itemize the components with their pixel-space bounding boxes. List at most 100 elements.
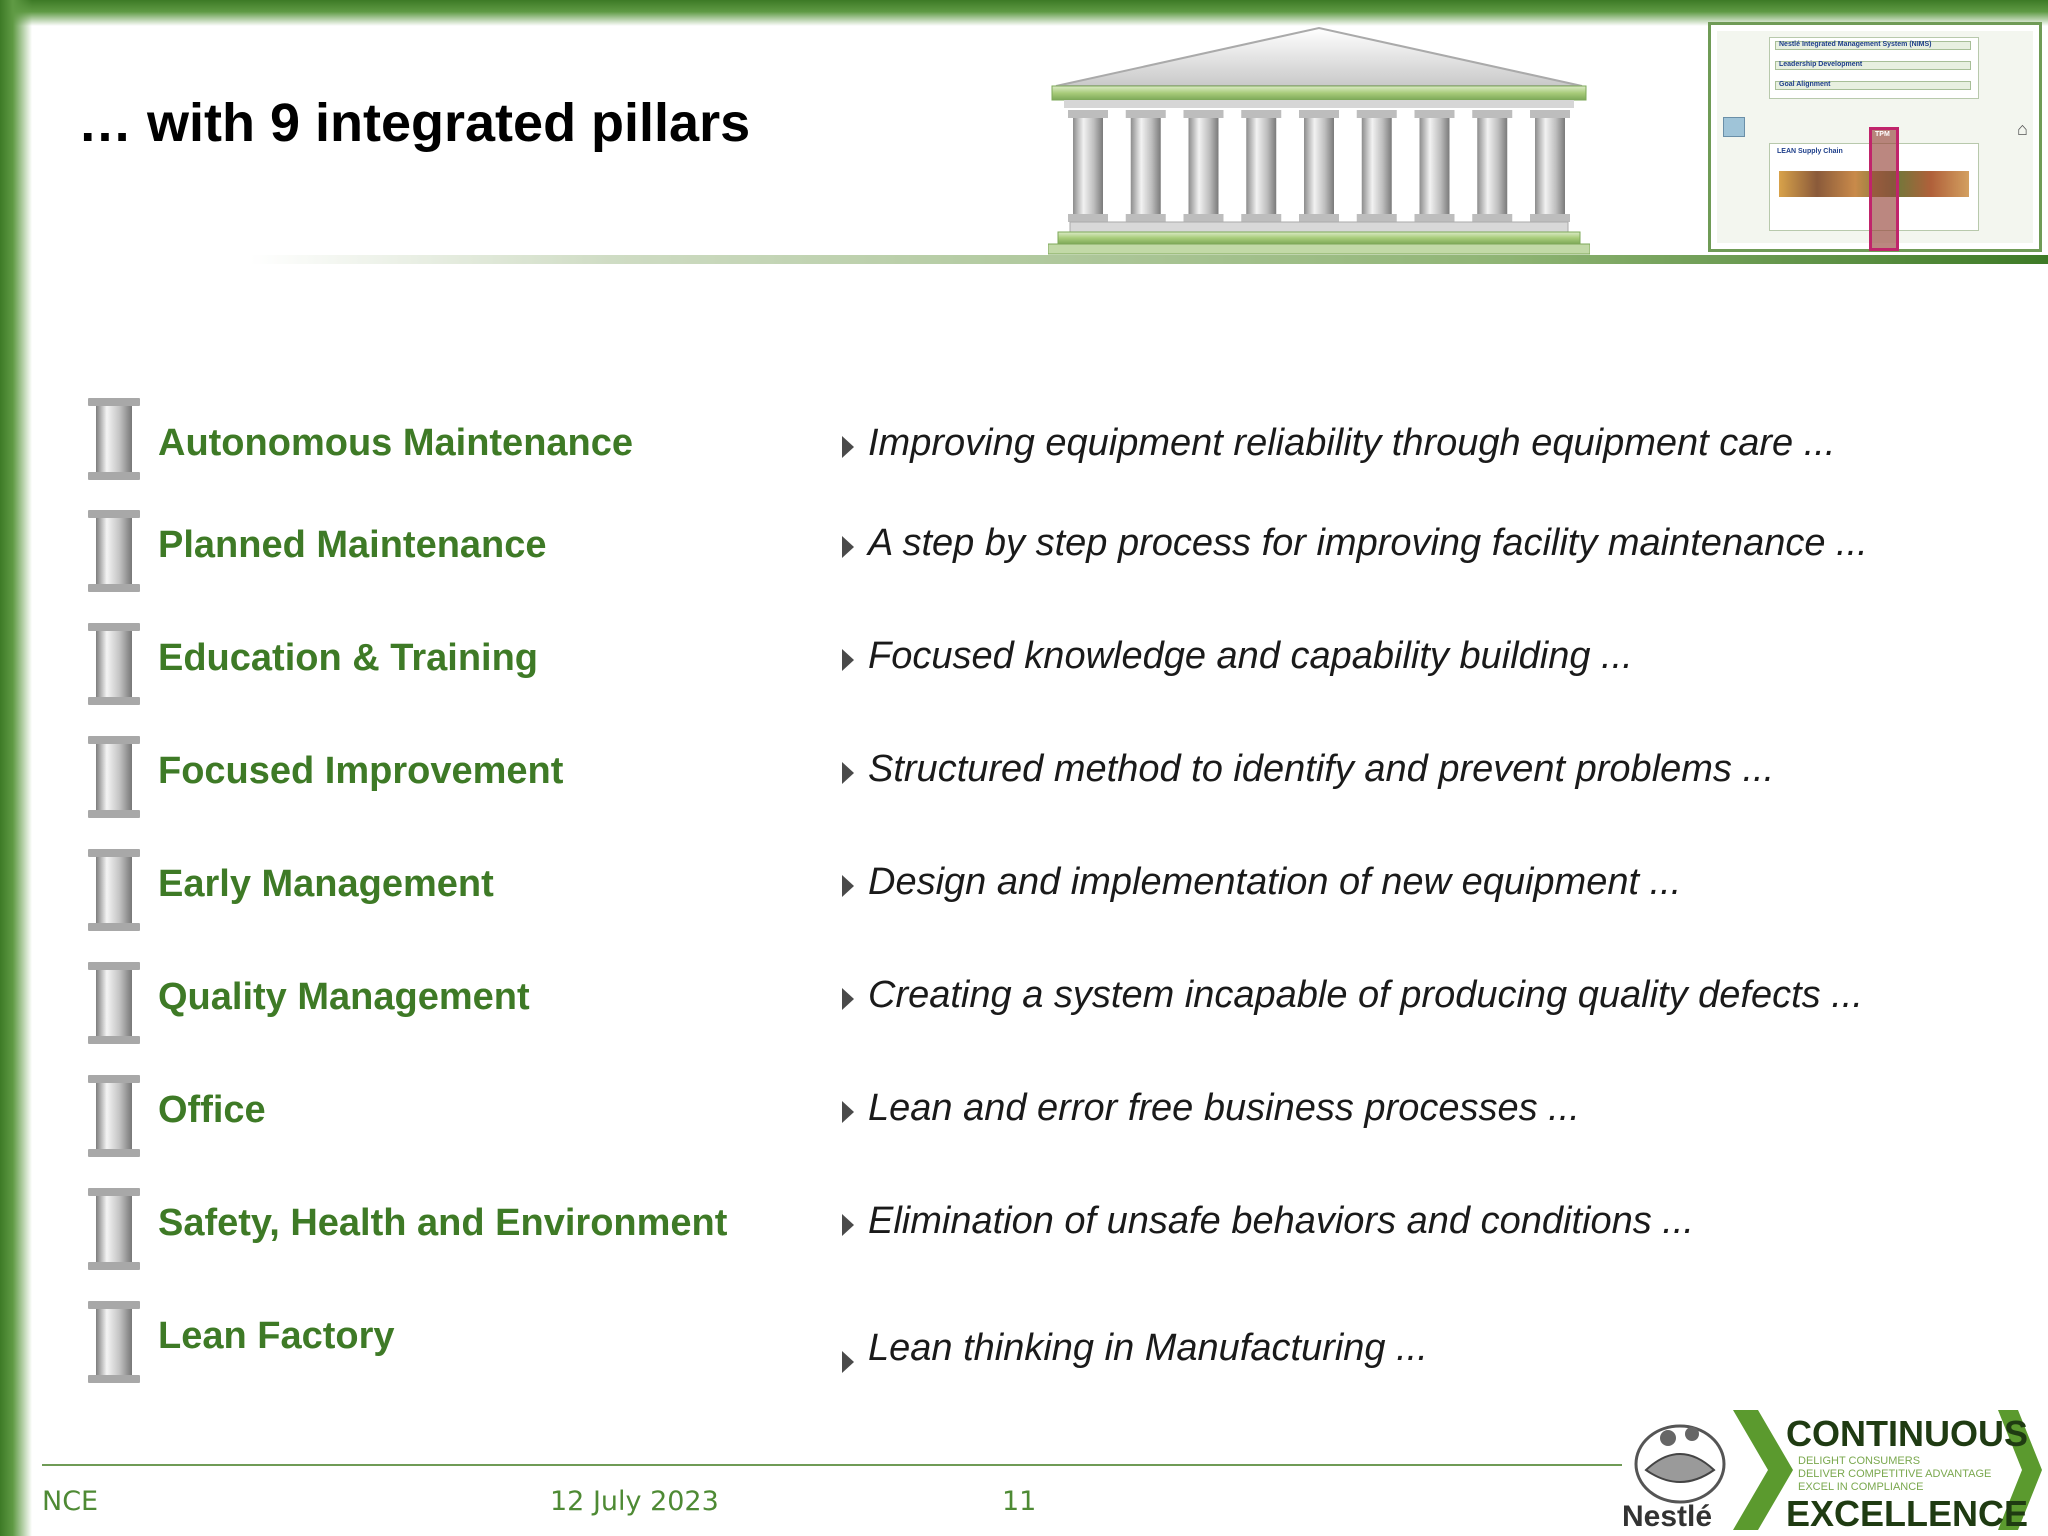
bullet-icon [842, 762, 854, 784]
continuous-excellence-logo: Nestlé CONTINUOUS DELIGHT CONSUMERS DELI… [1622, 1410, 2042, 1532]
thumbnail-label: LEAN Supply Chain [1777, 148, 1843, 155]
bullet-icon [842, 1351, 854, 1373]
pillar-row: Autonomous Maintenance Improving equipme… [0, 398, 2048, 488]
pillar-icon [88, 510, 140, 592]
temple-column-capital [1472, 110, 1513, 118]
temple-column-base [1472, 214, 1513, 222]
temple-column [1535, 118, 1565, 214]
footer-page-number: 11 [1002, 1486, 1037, 1517]
temple-column [1419, 118, 1450, 214]
thumbnail-label: Leadership Development [1779, 61, 1863, 68]
bullet-icon [842, 875, 854, 897]
pillar-icon [88, 1075, 140, 1157]
temple-column-capital [1125, 110, 1166, 118]
pillar-icon [88, 736, 140, 818]
pillar-name: Lean Factory [158, 1315, 395, 1357]
temple-column [1477, 118, 1508, 214]
pillar-row: Early Management Design and implementati… [0, 849, 2048, 939]
pillar-row: Planned Maintenance A step by step proce… [0, 510, 2048, 600]
pillar-description: Lean thinking in Manufacturing ... [868, 1327, 1428, 1369]
pillar-name: Office [158, 1089, 266, 1131]
thumbnail-bar [1775, 81, 1971, 90]
temple-column-base [1068, 214, 1108, 222]
temple-column [1246, 118, 1277, 214]
bullet-icon [842, 1101, 854, 1123]
logo-word-top: CONTINUOUS [1786, 1413, 2028, 1454]
top-frame-band [0, 0, 2048, 26]
pillar-icon [88, 962, 140, 1044]
temple-column [1188, 118, 1219, 214]
temple-column-capital [1183, 110, 1224, 118]
bullet-icon [842, 1214, 854, 1236]
left-frame-band [0, 0, 32, 1536]
footer-org: NCE [42, 1486, 99, 1517]
thumbnail-bar [1775, 61, 1971, 70]
temple-column [1361, 118, 1392, 214]
bullet-icon [842, 988, 854, 1010]
logo-word-bottom: EXCELLENCE [1786, 1493, 2028, 1532]
footer-divider [42, 1464, 1622, 1466]
footer-date: 12 July 2023 [550, 1486, 719, 1517]
pillar-icon [88, 1188, 140, 1270]
framework-thumbnail: Nestlé Integrated Management System (NIM… [1708, 22, 2042, 252]
pillar-row: Lean Factory Lean thinking in Manufactur… [0, 1301, 2048, 1391]
thumbnail-label: Nestlé Integrated Management System (NIM… [1779, 41, 1932, 48]
pillar-description: Improving equipment reliability through … [868, 422, 1836, 464]
pillar-name: Planned Maintenance [158, 524, 547, 566]
logo-brand: Nestlé [1622, 1500, 1712, 1532]
logo-tagline: EXCEL IN COMPLIANCE [1798, 1481, 1924, 1493]
pillar-icon [88, 849, 140, 931]
pillar-row: Focused Improvement Structured method to… [0, 736, 2048, 826]
pillar-icon [88, 1301, 140, 1383]
pillar-description: Design and implementation of new equipme… [868, 861, 1682, 903]
pillar-description: Structured method to identify and preven… [868, 748, 1775, 790]
pillar-description: Creating a system incapable of producing… [868, 974, 1863, 1016]
temple-column-base [1241, 214, 1282, 222]
temple-column-base [1356, 214, 1397, 222]
temple-column-capital [1299, 110, 1339, 118]
thumbnail-highlight [1869, 127, 1899, 251]
bullet-icon [842, 536, 854, 558]
pillar-name: Early Management [158, 863, 494, 905]
temple-column [1073, 118, 1103, 214]
thumbnail-consumer-icon [1723, 117, 1745, 137]
pillar-row: Office Lean and error free business proc… [0, 1075, 2048, 1165]
temple-column-capital [1241, 110, 1282, 118]
temple-column-base [1183, 214, 1224, 222]
temple-column-capital [1414, 110, 1455, 118]
temple-column [1304, 118, 1334, 214]
pillar-description: A step by step process for improving fac… [868, 522, 1868, 564]
bullet-icon [842, 436, 854, 458]
pillar-row: Education & Training Focused knowledge a… [0, 623, 2048, 713]
temple-column-base [1125, 214, 1166, 222]
pillar-description: Focused knowledge and capability buildin… [868, 635, 1633, 677]
pillar-row: Quality Management Creating a system inc… [0, 962, 2048, 1052]
temple-illustration [1048, 26, 1590, 255]
slide-title: … with 9 integrated pillars [78, 93, 751, 153]
pillar-description: Lean and error free business processes .… [868, 1087, 1580, 1129]
thumbnail-label: TPM [1875, 131, 1890, 138]
header-divider [250, 255, 2048, 264]
pillar-name: Focused Improvement [158, 750, 564, 792]
temple-column-base [1299, 214, 1339, 222]
temple-column-base [1414, 214, 1455, 222]
temple-column-capital [1530, 110, 1570, 118]
nestle-nest-icon [1634, 1424, 1726, 1504]
thumbnail-factory-icon: ⌂ [2017, 119, 2028, 139]
pillar-description: Elimination of unsafe behaviors and cond… [868, 1200, 1694, 1242]
temple-column-base [1530, 214, 1570, 222]
pillar-name: Education & Training [158, 637, 539, 679]
temple-column-capital [1068, 110, 1108, 118]
pillar-name: Autonomous Maintenance [158, 422, 634, 464]
logo-tagline: DELIVER COMPETITIVE ADVANTAGE [1798, 1468, 1991, 1480]
temple-column [1130, 118, 1161, 214]
pillar-name: Quality Management [158, 976, 530, 1018]
temple-column-capital [1356, 110, 1397, 118]
pillar-row: Safety, Health and Environment Eliminati… [0, 1188, 2048, 1278]
pillar-icon [88, 398, 140, 480]
logo-tagline: DELIGHT CONSUMERS [1798, 1455, 1920, 1467]
pillar-icon [88, 623, 140, 705]
thumbnail-label: Goal Alignment [1779, 81, 1831, 88]
thumbnail-bar [1775, 41, 1971, 50]
bullet-icon [842, 649, 854, 671]
